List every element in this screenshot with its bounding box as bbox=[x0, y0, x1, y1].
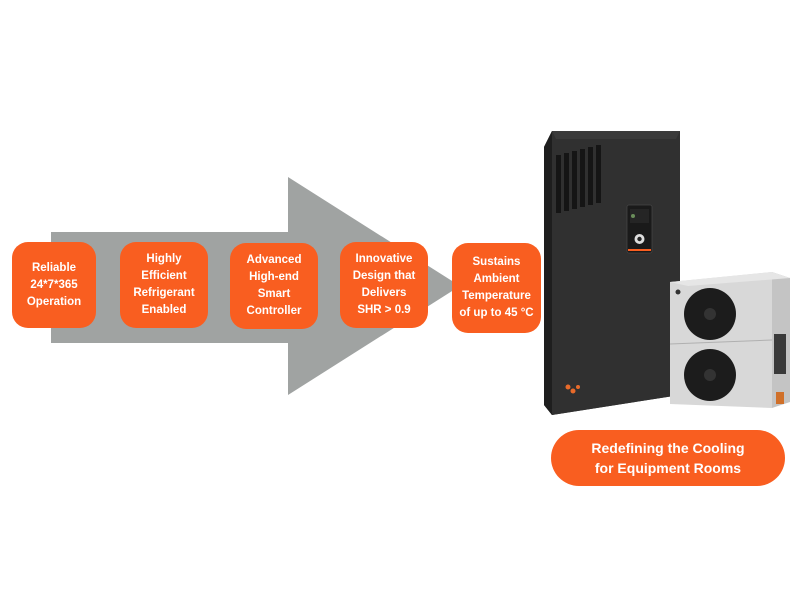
controller-panel-icon bbox=[626, 204, 653, 254]
outdoor-unit-image bbox=[669, 272, 790, 408]
vertiv-logo-icon bbox=[675, 289, 681, 295]
refrigerant-port-icon bbox=[565, 384, 580, 394]
feature-innovative-design: Innovative Design that Delivers SHR > 0.… bbox=[340, 242, 428, 328]
feature-efficient-refrigerant: Highly Efficient Refrigerant Enabled bbox=[120, 242, 208, 328]
tagline-banner: Redefining the Cooling for Equipment Roo… bbox=[551, 430, 785, 486]
fan-icon bbox=[684, 288, 736, 340]
vent-grille bbox=[556, 145, 601, 213]
feature-ambient-temperature: Sustains Ambient Temperature of up to 45… bbox=[452, 243, 541, 333]
indoor-unit-image bbox=[544, 131, 680, 415]
feature-smart-controller: Advanced High-end Smart Controller bbox=[230, 243, 318, 329]
feature-reliable-operation: Reliable 24*7*365 Operation bbox=[12, 242, 96, 328]
fan-icon bbox=[684, 349, 736, 401]
